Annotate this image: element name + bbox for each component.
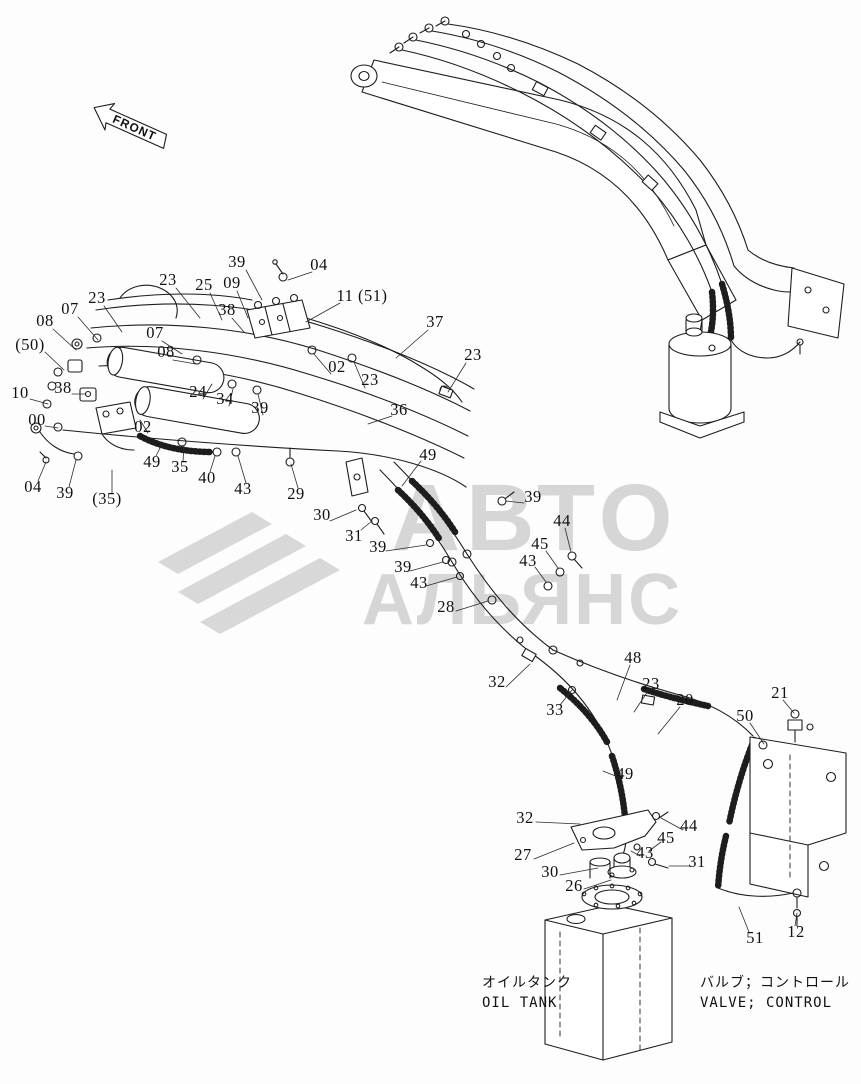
part-callout: 08 (157, 342, 175, 361)
part-callout: 49 (419, 445, 437, 464)
part-callout: 09 (223, 273, 241, 292)
part-callout: 38 (218, 300, 236, 319)
part-callout: 04 (310, 255, 328, 274)
part-callout: 34 (216, 389, 234, 408)
part-callout: 35 (171, 457, 189, 476)
part-callout: 43 (410, 573, 428, 592)
part-callout: 23 (464, 345, 482, 364)
oil-tank-caption: オイルタンク OIL TANK (482, 974, 572, 1013)
watermark-logo (158, 512, 340, 634)
part-callout: 50 (736, 706, 754, 725)
part-callout: 26 (565, 876, 583, 895)
part-callout: 36 (390, 400, 408, 419)
right-mount-bracket (659, 267, 845, 439)
part-callout: 07 (61, 299, 79, 318)
part-callout: 31 (345, 526, 363, 545)
part-callout: 44 (553, 511, 571, 530)
valve-control-caption: バルブ；コントロール VALVE; CONTROL (700, 974, 850, 1013)
watermark-text-line2: АЛЬЯНС (362, 560, 682, 640)
part-callout: 07 (146, 323, 164, 342)
part-callout: 37 (426, 312, 444, 331)
part-callout: 21 (771, 683, 789, 702)
part-callout: 08 (36, 311, 54, 330)
part-callout: 44 (680, 816, 698, 835)
part-callout: 24 (189, 382, 207, 401)
leader-lines (29, 269, 798, 933)
part-callout: 40 (198, 468, 216, 487)
part-callout: 04 (24, 477, 42, 496)
part-callout: 43 (234, 479, 252, 498)
part-callout: 32 (488, 672, 506, 691)
valve-control-bracket (717, 709, 847, 927)
part-callout: 23 (88, 288, 106, 307)
part-callout: 32 (516, 808, 534, 827)
part-callout: 43 (519, 551, 537, 570)
part-callout: 39 (524, 487, 542, 506)
oil-tank-caption-jp: オイルタンク (482, 975, 572, 991)
part-callout: 12 (787, 922, 805, 941)
oil-tank (544, 857, 673, 1061)
part-callout: 20 (676, 690, 694, 709)
part-callout: 43 (636, 843, 654, 862)
part-callout: 39 (251, 398, 269, 417)
part-callout: 25 (195, 275, 213, 294)
part-callout: 27 (514, 845, 532, 864)
boom-hose-run (389, 16, 817, 373)
part-callout: 31 (688, 852, 706, 871)
part-callout: 51 (746, 928, 764, 947)
part-callout: 00 (28, 410, 46, 429)
part-callout: 39 (228, 252, 246, 271)
part-callout: 02 (134, 417, 152, 436)
part-callout: 49 (616, 764, 634, 783)
part-callout: 48 (624, 648, 642, 667)
part-callout: 33 (546, 700, 564, 719)
part-callout: 30 (313, 505, 331, 524)
diagram-linework: FRONT (29, 16, 847, 1061)
part-callout: 23 (642, 674, 660, 693)
part-callout: 30 (541, 862, 559, 881)
tank-flange-assembly (570, 809, 669, 879)
control-valve-manifold (246, 293, 311, 339)
valve-control-caption-en: VALVE; CONTROL (700, 994, 833, 1011)
watermark-text-line1: АВТО (391, 465, 678, 571)
part-callout: 29 (287, 484, 305, 503)
part-callout: 28 (437, 597, 455, 616)
oil-tank-caption-en: OIL TANK (482, 994, 558, 1011)
part-callout: 39 (369, 537, 387, 556)
main-piping-assembly (30, 259, 475, 535)
part-callout: (50) (15, 335, 45, 354)
part-callout: 49 (143, 452, 161, 471)
part-callout: 02 (328, 357, 346, 376)
part-callout: 39 (394, 557, 412, 576)
valve-control-caption-jp: バルブ；コントロール (700, 975, 850, 991)
part-callout: 23 (159, 270, 177, 289)
part-callout: 39 (56, 483, 74, 502)
part-callout: (35) (92, 489, 122, 508)
part-callout: 38 (54, 378, 72, 397)
part-callout: 45 (657, 828, 675, 847)
part-callout: 11 (51) (336, 286, 388, 305)
part-callout: 45 (531, 534, 549, 553)
part-callout: 10 (11, 383, 29, 402)
part-callout: 23 (361, 370, 379, 389)
